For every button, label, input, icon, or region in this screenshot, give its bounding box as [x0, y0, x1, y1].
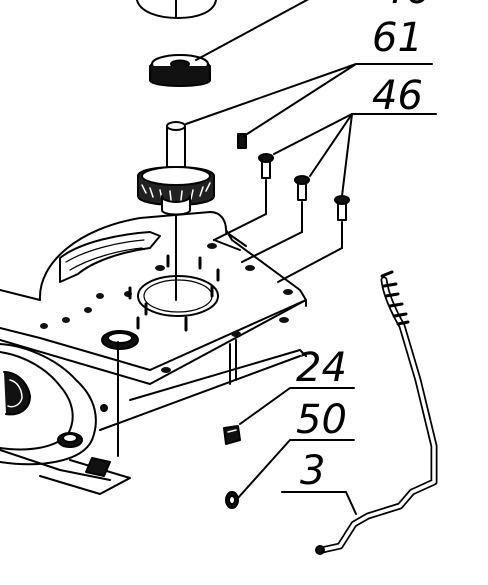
nut-part-50: [225, 491, 239, 509]
top-ring-part: [136, 0, 217, 19]
callout-label-24: 24: [296, 345, 347, 391]
callout-label-50: 50: [296, 397, 347, 443]
pin-part-61: [237, 133, 247, 149]
leader-3: [281, 491, 357, 515]
deck-plate: [0, 211, 307, 385]
assembly-lines: [175, 179, 343, 301]
callout-label-3: 3: [300, 448, 326, 494]
screws-part-46: [258, 153, 350, 221]
clip-part-24: [223, 425, 241, 445]
leader-61-pin: [243, 63, 357, 137]
callout-label-top-partial: 46: [380, 0, 431, 10]
leader-24: [239, 387, 355, 425]
leader-50: [237, 439, 355, 499]
lower-frame: [0, 339, 307, 495]
rod-part-3: [315, 270, 438, 555]
callout-label-46: 46: [372, 73, 423, 119]
housing-part: [0, 343, 108, 466]
callout-label-61: 61: [372, 15, 423, 61]
shaft-gear-part: [137, 121, 215, 216]
leader-46-group: [273, 113, 437, 197]
leader-top: [195, 0, 310, 61]
washer-part: [149, 54, 211, 87]
